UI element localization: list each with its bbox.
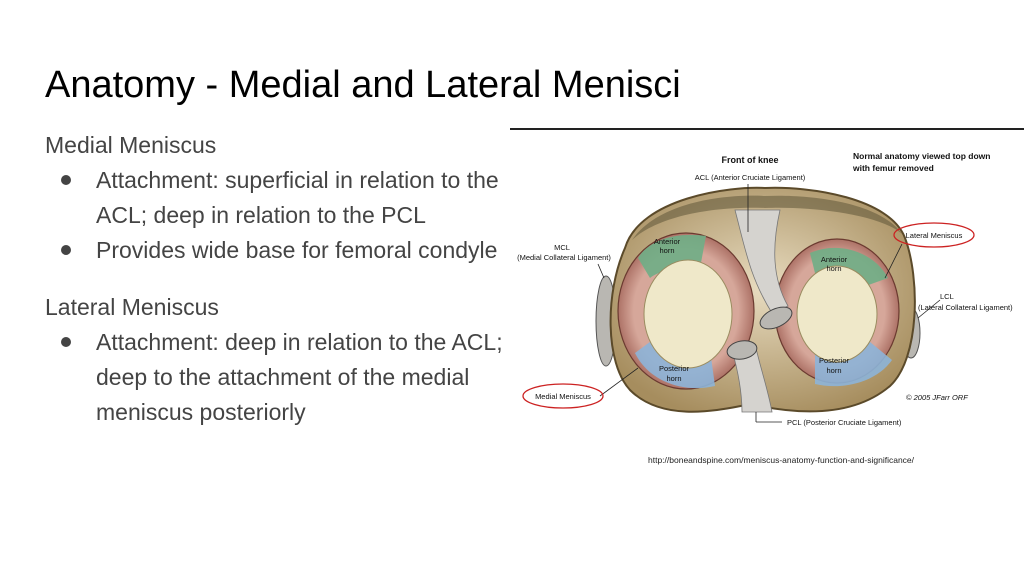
- bullet-item: Attachment: deep in relation to the ACL;…: [45, 325, 505, 430]
- posterior-horn-lateral-label-1: Posterior: [819, 356, 850, 365]
- posterior-horn-lateral-shape: [815, 342, 892, 387]
- anterior-horn-medial-label-1: Anterior: [654, 237, 681, 246]
- anterior-horn-lateral-label-1: Anterior: [821, 255, 848, 264]
- image-source-credit: http://boneandspine.com/meniscus-anatomy…: [648, 455, 915, 465]
- lateral-meniscus-label: Lateral Meniscus: [906, 231, 963, 240]
- view-caption-line1: Normal anatomy viewed top down: [853, 151, 990, 161]
- lcl-label-line2: (Lateral Collateral Ligament): [918, 303, 1013, 312]
- medial-meniscus-leader-line: [599, 367, 639, 397]
- bullet-dot-icon: [61, 245, 71, 255]
- lateral-condyle-surface: [796, 265, 878, 363]
- bullet-text: Provides wide base for femoral condyle: [96, 237, 498, 263]
- copyright-label: © 2005 JFarr ORF: [906, 393, 968, 402]
- anterior-horn-medial-label-2: horn: [659, 246, 674, 255]
- slide-body: Medial Meniscus Attachment: superficial …: [45, 128, 505, 430]
- anterior-rim-shape: [632, 195, 902, 240]
- lateral-meniscus-leader-line: [884, 243, 903, 279]
- bullet-dot-icon: [61, 337, 71, 347]
- pcl-fibres-shape: [731, 347, 773, 413]
- lateral-meniscus-callout-ring: [893, 222, 975, 248]
- front-of-knee-label: Front of knee: [721, 155, 778, 165]
- mcl-label-line1: MCL: [554, 243, 570, 252]
- bullet-list-lateral: Attachment: deep in relation to the ACL;…: [45, 325, 505, 430]
- bullet-item: Provides wide base for femoral condyle: [45, 233, 505, 268]
- section-heading-medial: Medial Meniscus: [45, 132, 217, 158]
- bullet-text: Attachment: deep in relation to the ACL;…: [96, 329, 503, 425]
- lcl-leader-line: [917, 299, 941, 319]
- bullet-text: Attachment: superficial in relation to t…: [96, 167, 499, 228]
- bullet-list-medial: Attachment: superficial in relation to t…: [45, 163, 505, 268]
- bullet-dot-icon: [61, 175, 71, 185]
- posterior-horn-medial-label-1: Posterior: [659, 364, 690, 373]
- slide-title: Anatomy - Medial and Lateral Menisci: [45, 64, 681, 106]
- medial-meniscus-callout-ring: [522, 383, 604, 409]
- mcl-leader-line: [597, 263, 605, 279]
- figure-top-rule: [510, 128, 1024, 130]
- posterior-horn-lateral-label-2: horn: [826, 366, 841, 375]
- lcl-label-line1: LCL: [940, 292, 954, 301]
- medial-condyle-surface: [643, 259, 733, 369]
- anterior-horn-lateral-label-2: horn: [826, 264, 841, 273]
- acl-fibres-shape: [734, 209, 789, 314]
- section-heading-lateral: Lateral Meniscus: [45, 294, 219, 320]
- pcl-stump-shape: [726, 340, 758, 360]
- bullet-item: Attachment: superficial in relation to t…: [45, 163, 505, 233]
- menisci-anatomy-figure: Front of knee ACL (Anterior Cruciate Lig…: [517, 151, 1013, 427]
- mcl-label-line2: (Medial Collateral Ligament): [517, 253, 611, 262]
- pcl-label: PCL (Posterior Cruciate Ligament): [787, 418, 902, 427]
- acl-stump-shape: [759, 306, 793, 330]
- acl-label: ACL (Anterior Cruciate Ligament): [695, 173, 806, 182]
- view-caption-line2: with femur removed: [852, 163, 934, 173]
- posterior-horn-medial-label-2: horn: [666, 374, 681, 383]
- medial-meniscus-label: Medial Meniscus: [535, 392, 591, 401]
